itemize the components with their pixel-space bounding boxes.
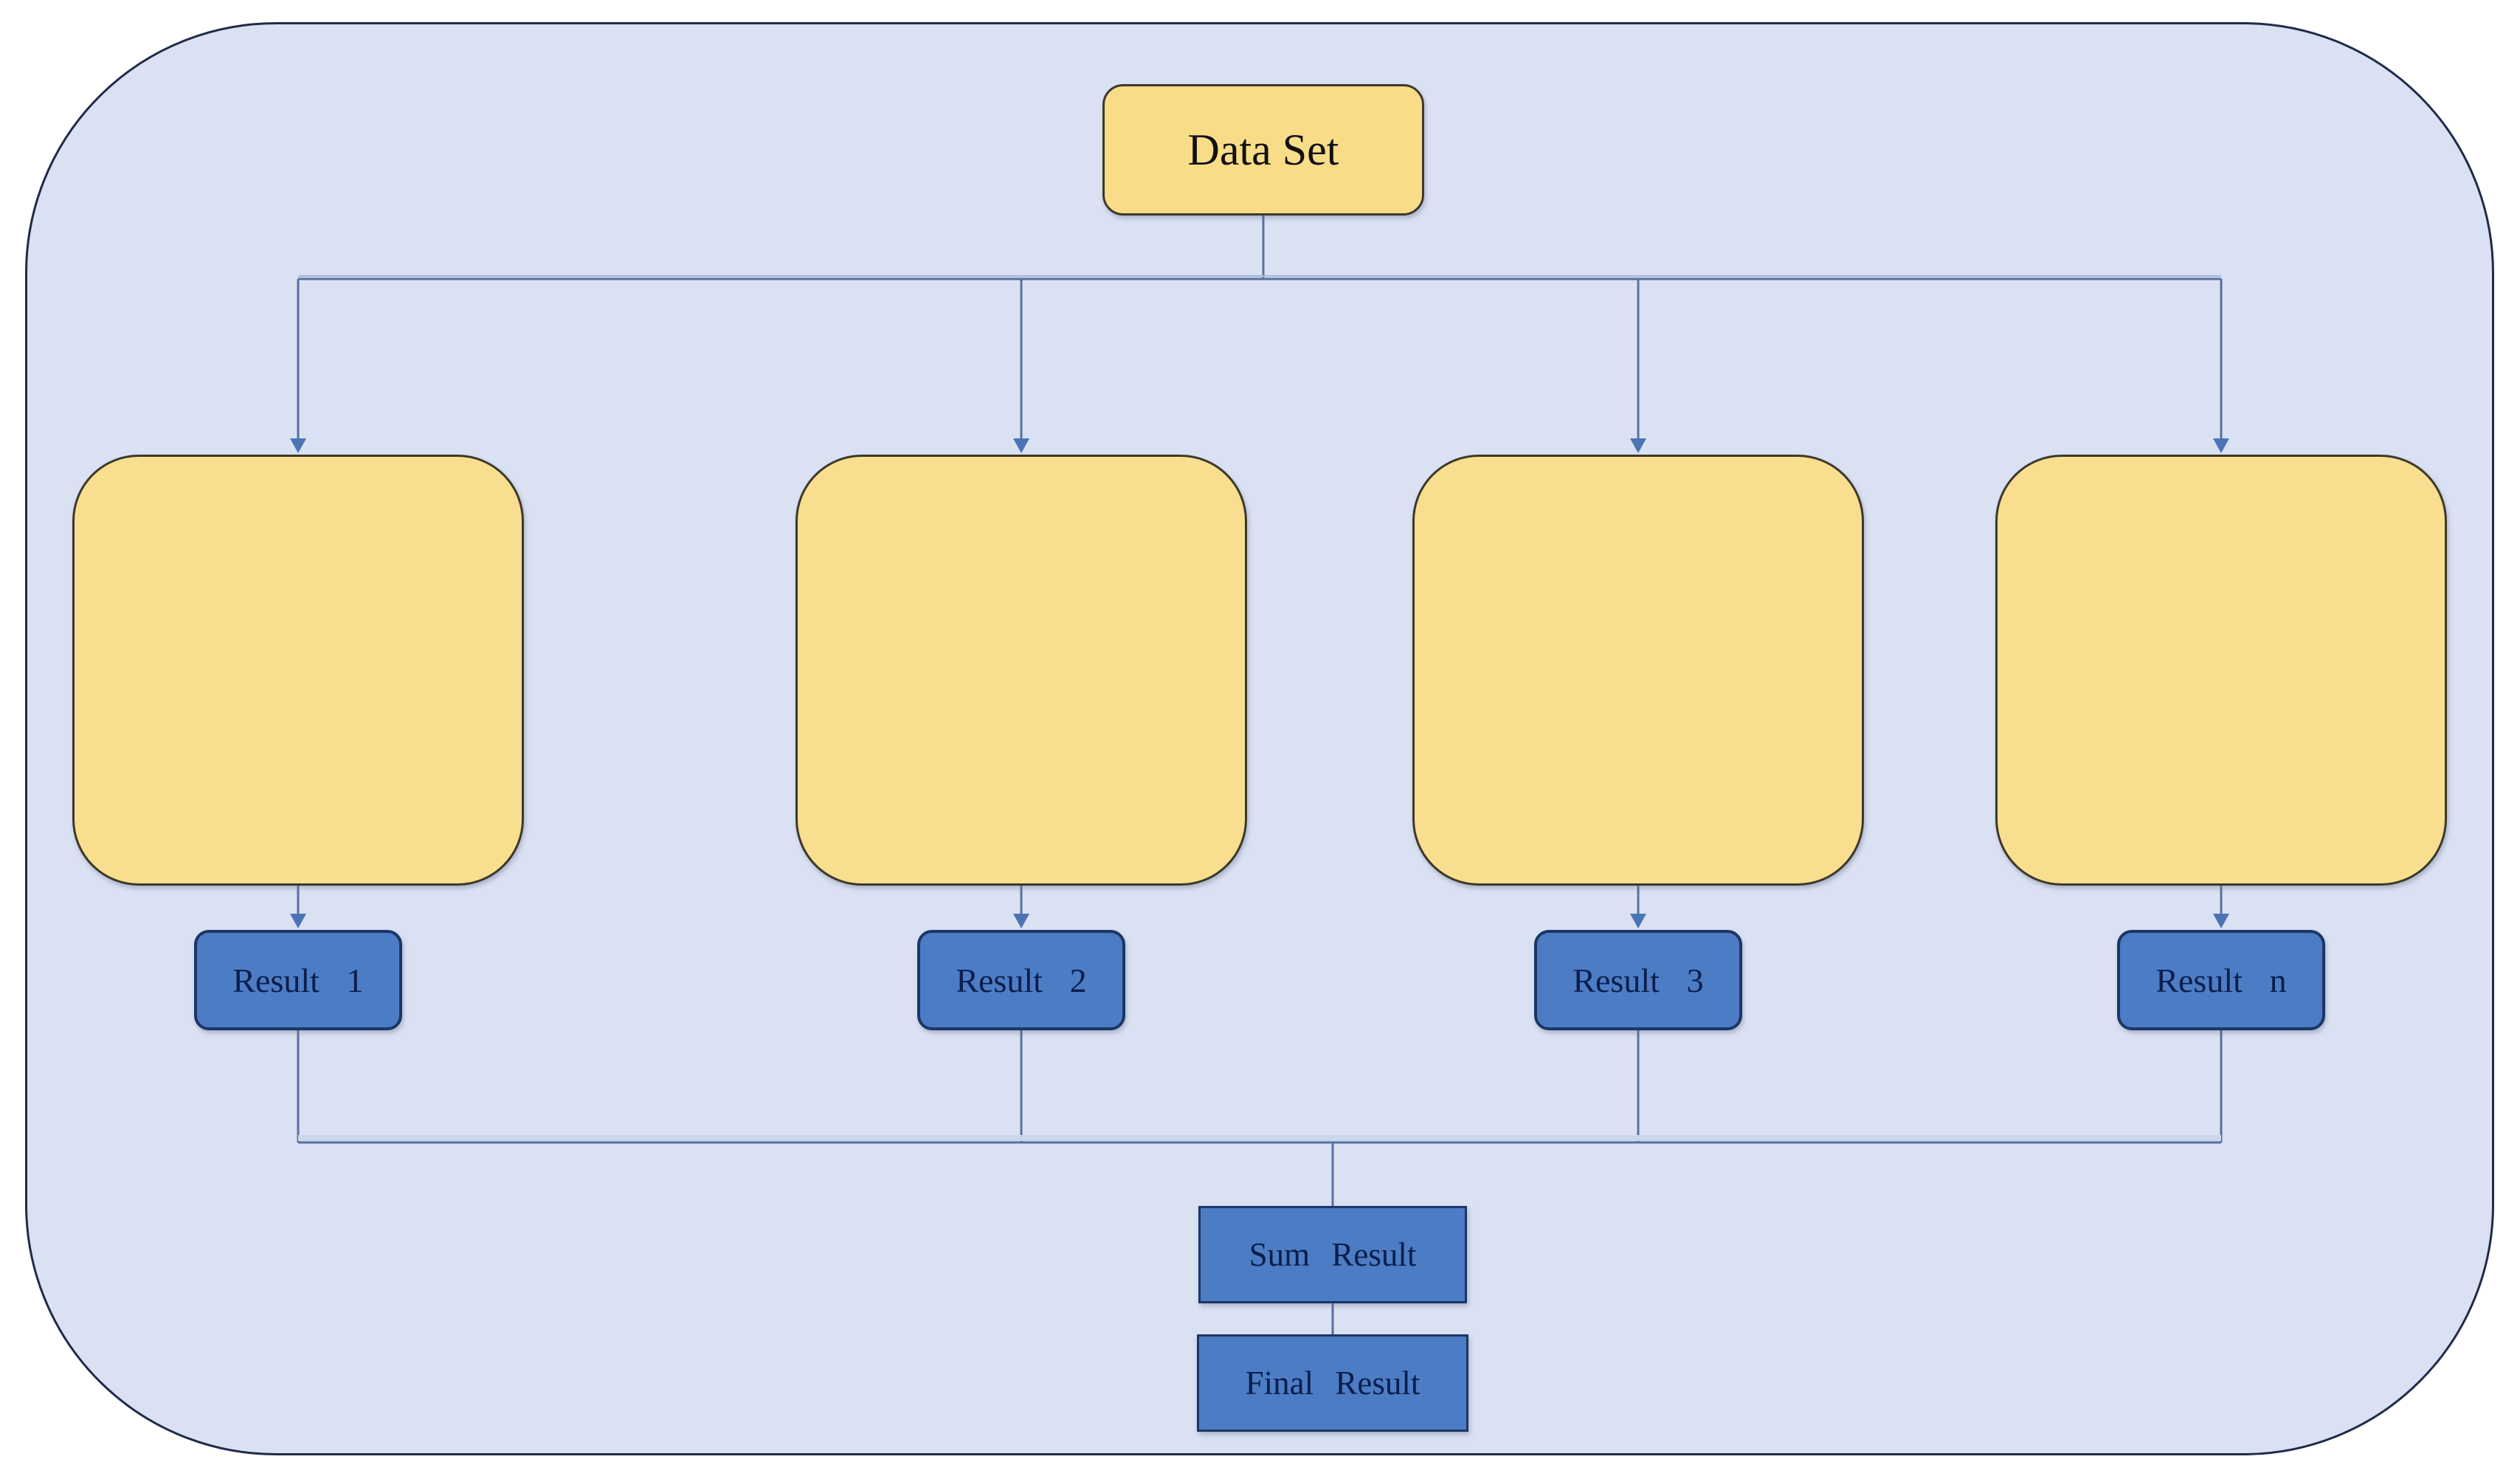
decision-tree-box-4 (1995, 455, 2447, 886)
tree-arrowhead-icon-4 (2213, 438, 2229, 453)
tree-arrowhead-icon-3 (1630, 438, 1646, 453)
tree-arrowhead-icon-2 (1013, 438, 1029, 453)
result-arrowhead-icon-2 (1013, 914, 1029, 928)
final-result-label: Final Result (1245, 1365, 1420, 1402)
result-node-1: Result 1 (194, 930, 402, 1030)
result-label-3: Result 3 (1573, 961, 1704, 999)
sum-result-node: Sum Result (1198, 1206, 1467, 1303)
decision-tree-box-2 (795, 455, 1247, 886)
tree-arrowhead-icon-1 (290, 438, 306, 453)
result-node-n: Result n (2117, 930, 2325, 1030)
final-result-node: Final Result (1197, 1334, 1468, 1432)
result-node-3: Result 3 (1534, 930, 1742, 1030)
sum-result-label: Sum Result (1249, 1236, 1417, 1273)
result-label-n: Result n (2155, 961, 2287, 999)
result-arrowhead-icon-1 (290, 914, 306, 928)
result-node-2: Result 2 (917, 930, 1125, 1030)
result-arrowhead-icon-4 (2213, 914, 2229, 928)
result-arrowhead-icon-3 (1630, 914, 1646, 928)
dataset-node: Data Set (1102, 84, 1424, 216)
decision-tree-box-3 (1412, 455, 1864, 886)
result-label-2: Result 2 (956, 961, 1087, 999)
dataset-label: Data Set (1187, 125, 1339, 174)
decision-tree-box-1 (72, 455, 524, 886)
result-label-1: Result 1 (232, 961, 364, 999)
